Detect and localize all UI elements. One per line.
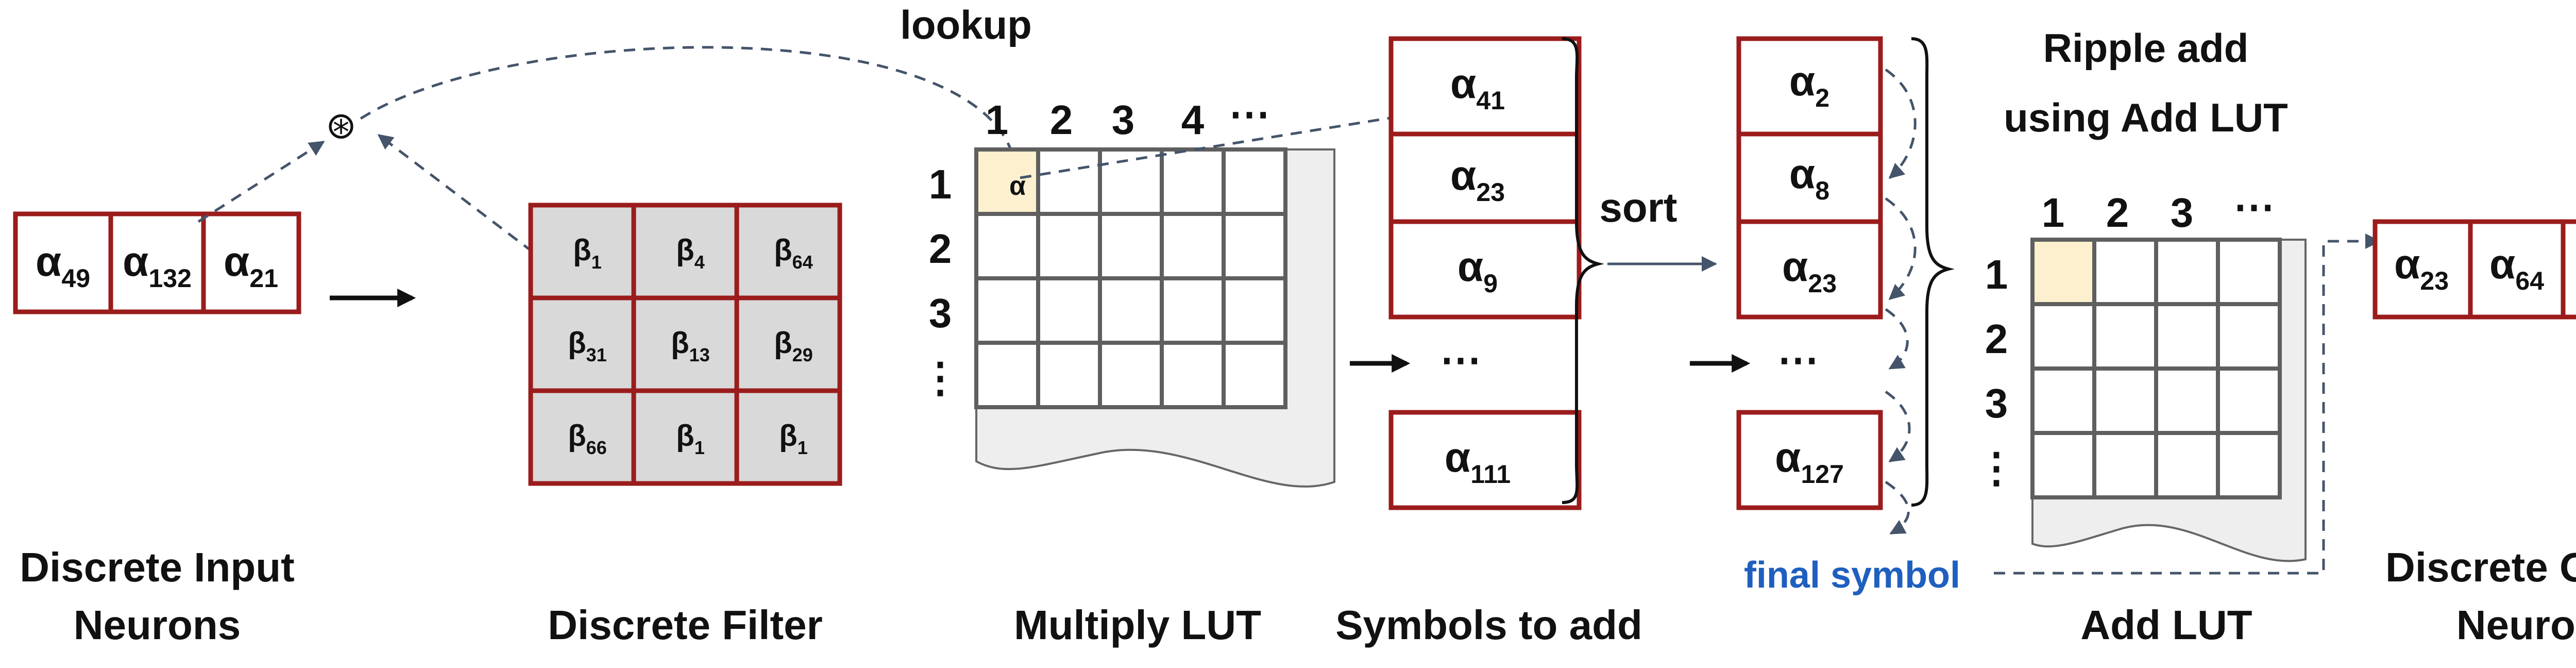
filter-cell [528,295,636,393]
add-lut-row-header: 1 [1985,252,2008,297]
add-lut-label: Add LUT [2080,602,2252,648]
lut-col-header: 3 [1112,97,1135,143]
sorted-box [1736,219,1883,320]
filter-symbol: β1 [573,233,601,273]
filter-cell [734,295,842,393]
output-symbol-1: α23 [2394,241,2449,295]
sorted-symbol: α2 [1789,58,1829,112]
sorted-box [1736,131,1883,224]
input-label-line2: Neurons [74,602,241,648]
filter-symbol: β13 [671,326,709,365]
filter-cell [631,203,739,300]
multiply-lut: α 1 2 3 4 ⋯ 1 2 3 ⋮ [920,91,1335,488]
filter-symbol: β64 [774,233,812,273]
sort-label: sort [1599,185,1677,230]
lut-cell-symbol: α [1009,171,1026,201]
symbol-to-add: α41 [1450,60,1505,115]
filter-cell [734,388,842,486]
symbol-to-add: α23 [1450,152,1505,207]
lookup-label: lookup [900,2,1032,47]
symbol-to-add: α111 [1445,434,1511,489]
ripple-arrow [1885,480,1910,535]
lut-row-header: ⋮ [920,355,961,400]
sorted-symbol: α8 [1789,151,1829,205]
symbols-to-add: α41 α23 α9 α111 ⋯ [1388,36,1582,510]
filter-cell [734,203,842,300]
convolve-icon: ⊛ [326,104,357,147]
filter-symbol: β1 [779,419,807,458]
brace-symbols [1562,37,1604,504]
discrete-filter: β1 β4 β64 β31 β13 β29 β66 β1 β1 [528,203,842,486]
ripple-title-line1: Ripple add [2043,25,2249,71]
lut-col-header: 2 [1050,97,1073,143]
input-symbol-3: α21 [224,238,278,293]
sorted-symbol: α127 [1775,434,1844,489]
ripple-arrow [1885,197,1917,300]
symbol-box [1388,36,1582,137]
filter-symbol: β31 [568,326,606,365]
add-lut-col-header: ⋯ [2233,183,2275,229]
dashed-arrow-to-output [1994,233,2381,575]
symbols-ellipsis: ⋯ [1440,337,1481,382]
sorted-box [1736,410,1883,510]
output-cell-3 [2561,219,2576,320]
input-cell-1 [13,211,113,314]
dashed-arrow-lookup [360,46,1023,174]
dashed-arrow-input-to-convolve [197,140,325,223]
input-symbol-2: α132 [123,238,192,293]
output-cell-1 [2372,219,2473,320]
input-symbol-1: α49 [36,238,90,293]
filter-cell [528,203,636,300]
input-neurons: α49 α132 α21 [13,211,301,314]
add-lut-row-header: 2 [1985,316,2008,362]
lut-col-header: 4 [1181,97,1205,143]
filter-cell [631,388,739,486]
add-lut-row-header: ⋮ [1976,445,2017,491]
add-lut: 1 2 3 ⋯ 1 2 3 ⋮ [1976,183,2307,562]
output-neurons: α23 α64 α151 [2372,219,2576,320]
symbol-to-add: α9 [1458,243,1498,298]
ripple-title-line2: using Add LUT [2004,95,2288,140]
lut-col-header: ⋯ [1229,91,1270,137]
output-label-line2: Neurons [2456,602,2576,648]
add-lut-col-header: 3 [2171,190,2194,236]
lut-col-header: 1 [986,97,1009,143]
ripple-arrow [1885,68,1917,179]
sorted-symbol: α23 [1782,243,1837,298]
sorted-ellipsis: ⋯ [1777,337,1819,382]
output-symbol-2: α64 [2489,241,2544,295]
brace-sorted [1911,37,1955,507]
multiply-lut-label: Multiply LUT [1014,602,1261,648]
sorted-symbols: α2 α8 α23 α127 ⋯ [1736,36,1917,535]
ripple-arrow [1885,390,1911,463]
lut-row-header: 1 [929,161,952,207]
add-lut-row-header: 3 [1985,380,2008,426]
filter-label: Discrete Filter [548,602,823,648]
add-lut-col-header: 1 [2042,190,2065,236]
filter-symbol: β29 [774,326,812,365]
add-lut-col-header: 2 [2106,190,2129,236]
filter-symbol: β66 [568,419,606,458]
symbols-to-add-label: Symbols to add [1335,602,1642,648]
symbol-box [1388,410,1582,510]
filter-cell [528,388,636,486]
input-label-line1: Discrete Input [20,544,294,590]
lut-row-header: 3 [929,290,952,336]
ripple-arrow [1885,308,1909,370]
filter-symbol: β4 [676,233,704,273]
input-cell-3 [201,211,301,314]
filter-symbol: β1 [676,419,704,458]
final-symbol-label: final symbol [1744,555,1960,596]
symbol-box [1388,131,1582,224]
add-lut-highlight-cell [2035,242,2092,302]
input-cell-2 [108,211,206,314]
lut-row-header: 2 [929,226,952,272]
output-label-line1: Discrete Output [2385,544,2576,590]
dashed-arrow-lut-to-symbol [1020,103,1452,179]
lut-highlight-cell [978,152,1036,212]
symbol-box [1388,219,1582,320]
